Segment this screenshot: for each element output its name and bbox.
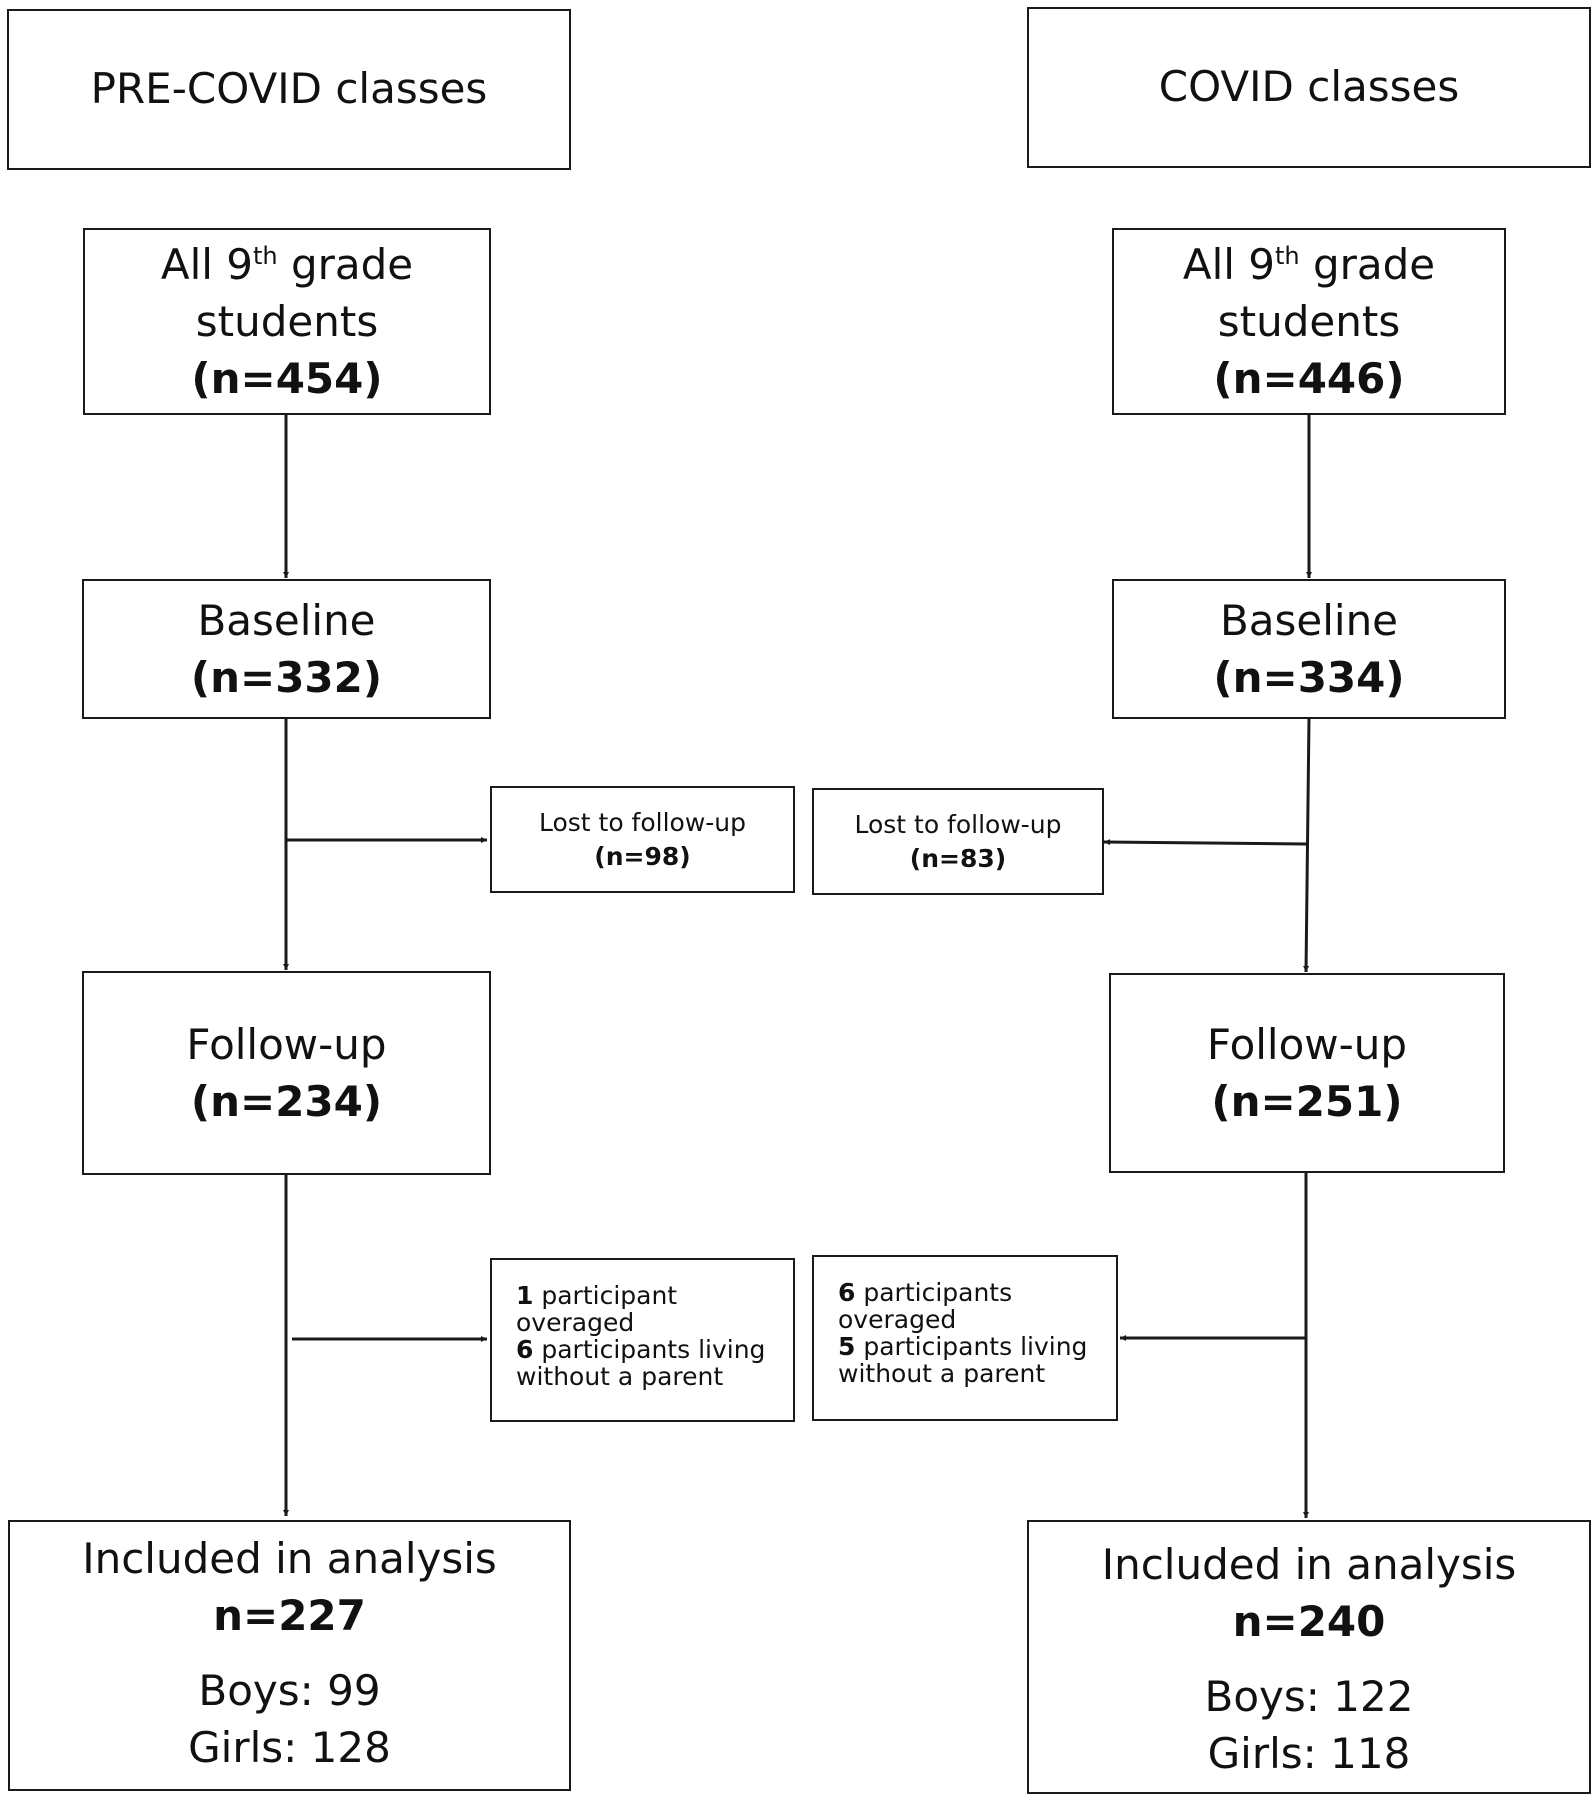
right-followup-label: Follow-up <box>1206 1020 1408 1069</box>
header-covid-label: COVID classes <box>1158 62 1460 112</box>
right-included-girls: Girls: 118 <box>1207 1729 1411 1778</box>
left-excluded-line1: 1 participant <box>516 1281 678 1310</box>
right-excluded-line3: 5 participants living <box>838 1332 1088 1361</box>
left-followup-box: Follow-up (n=234) <box>82 971 491 1175</box>
left-included-box: Included in analysis n=227 Boys: 99 Girl… <box>8 1520 571 1791</box>
right-followup-box: Follow-up (n=251) <box>1109 973 1505 1173</box>
left-included-label: Included in analysis <box>82 1534 497 1583</box>
arrow-right-to-lost <box>1103 839 1307 846</box>
right-included-box: Included in analysis n=240 Boys: 122 Gir… <box>1027 1520 1591 1794</box>
right-followup-count: (n=251) <box>1211 1077 1403 1126</box>
left-followup-label: Follow-up <box>186 1020 387 1069</box>
header-pre-covid: PRE-COVID classes <box>7 9 571 170</box>
right-baseline-label: Baseline <box>1219 596 1399 645</box>
left-lost-label: Lost to follow-up <box>538 807 747 837</box>
left-excluded-line3: 6 participants living <box>516 1335 766 1364</box>
right-baseline-count: (n=334) <box>1213 653 1405 702</box>
left-baseline-box: Baseline (n=332) <box>82 579 491 719</box>
right-excluded-line1: 6 participants <box>838 1278 1013 1307</box>
right-all-students-box: All 9th grade students (n=446) <box>1112 228 1506 415</box>
left-excluded-line2: overaged <box>516 1308 635 1337</box>
right-included-count: n=240 <box>1232 1597 1386 1646</box>
left-followup-count: (n=234) <box>190 1077 383 1126</box>
left-all-students-box: All 9th grade students (n=454) <box>83 228 491 415</box>
left-lost-box: Lost to follow-up (n=98) <box>490 786 795 893</box>
left-baseline-label: Baseline <box>197 596 376 645</box>
right-included-label: Included in analysis <box>1101 1540 1517 1589</box>
arrow-right-baseline-to-followup <box>1303 717 1311 973</box>
left-included-count: n=227 <box>213 1591 366 1640</box>
header-covid: COVID classes <box>1027 7 1591 168</box>
right-excluded-box: 6 participants overaged 5 participants l… <box>812 1255 1118 1421</box>
right-excluded-line2: overaged <box>838 1305 957 1334</box>
left-all-students-line1: All 9th grade <box>160 240 414 289</box>
right-lost-box: Lost to follow-up (n=83) <box>812 788 1104 895</box>
left-lost-count: (n=98) <box>594 841 691 871</box>
left-excluded-box: 1 participant overaged 6 participants li… <box>490 1258 795 1422</box>
right-all-students-line2: students <box>1217 297 1401 346</box>
left-excluded-line4: without a parent <box>516 1362 724 1391</box>
right-all-students-line1: All 9th grade <box>1182 240 1436 289</box>
right-lost-count: (n=83) <box>909 843 1007 873</box>
right-included-boys: Boys: 122 <box>1204 1672 1414 1721</box>
left-all-students-count: (n=454) <box>191 354 383 403</box>
right-baseline-box: Baseline (n=334) <box>1112 579 1506 719</box>
left-included-boys: Boys: 99 <box>198 1666 381 1715</box>
left-all-students-line2: students <box>195 297 379 346</box>
right-lost-label: Lost to follow-up <box>854 809 1062 839</box>
left-included-girls: Girls: 128 <box>188 1723 391 1772</box>
right-excluded-line4: without a parent <box>838 1359 1046 1388</box>
left-baseline-count: (n=332) <box>190 653 383 702</box>
right-all-students-count: (n=446) <box>1213 354 1405 403</box>
header-pre-covid-label: PRE-COVID classes <box>90 64 488 114</box>
